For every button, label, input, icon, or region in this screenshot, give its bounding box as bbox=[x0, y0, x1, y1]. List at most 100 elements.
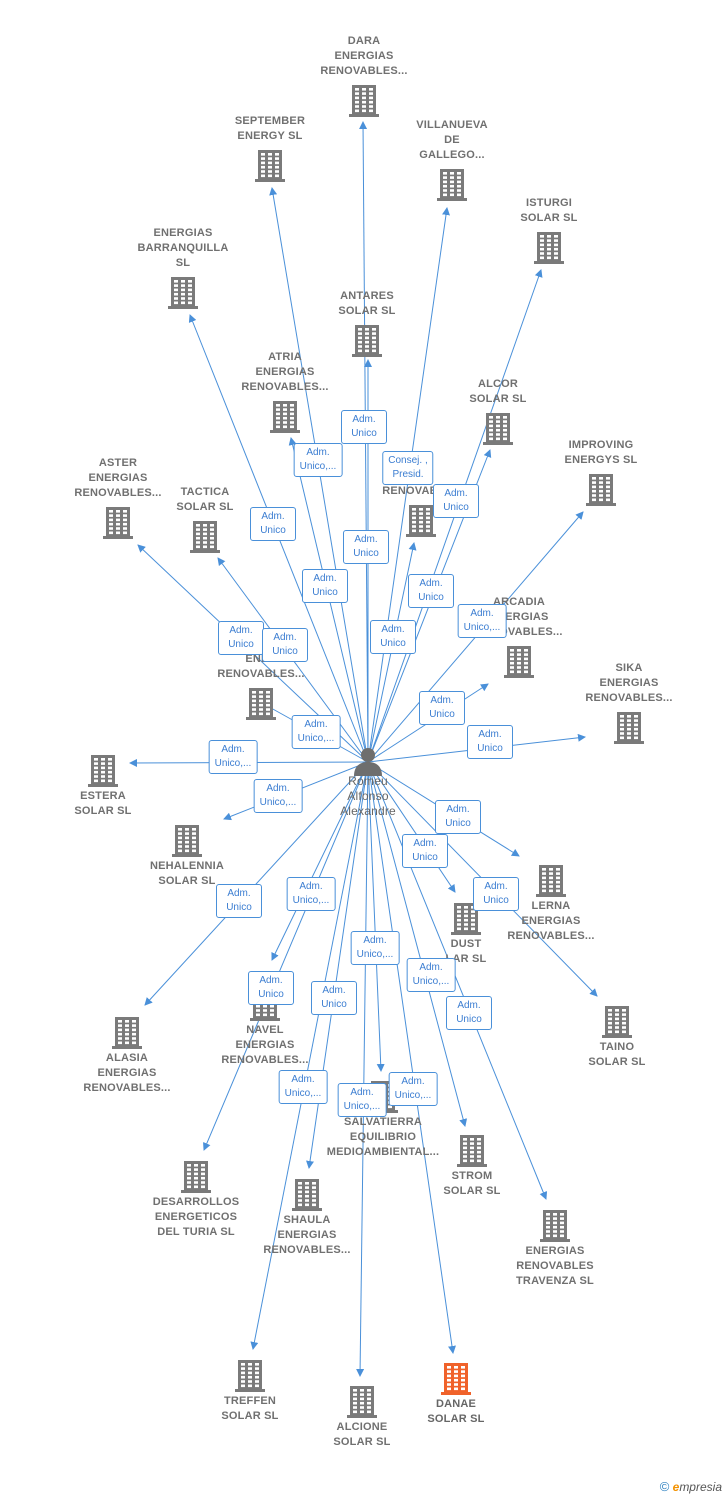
building-icon bbox=[292, 1179, 322, 1211]
company-node-dara[interactable]: DARA ENERGIAS RENOVABLES... bbox=[304, 34, 424, 117]
company-node-tactica[interactable]: TACTICA SOLAR SL bbox=[145, 485, 265, 553]
company-node-lerna[interactable]: LERNA ENERGIAS RENOVABLES... bbox=[491, 863, 611, 944]
relation-label-estera[interactable]: Adm. Unico,... bbox=[208, 740, 258, 774]
company-node-improving[interactable]: IMPROVING ENERGYS SL bbox=[541, 438, 661, 506]
company-node-antares[interactable]: ANTARES SOLAR SL bbox=[307, 289, 427, 357]
building-icon bbox=[88, 755, 118, 787]
relation-label-navel[interactable]: Adm. Unico,... bbox=[286, 877, 336, 911]
building-icon bbox=[406, 505, 436, 537]
relation-label-dara[interactable]: Adm. Unico bbox=[341, 410, 387, 444]
company-node-alasia[interactable]: ALASIA ENERGIAS RENOVABLES... bbox=[67, 1015, 187, 1096]
relation-label-taino[interactable]: Adm. Unico bbox=[473, 877, 519, 911]
relation-label-alasia[interactable]: Adm. Unico bbox=[216, 884, 262, 918]
relation-label-lerna[interactable]: Adm. Unico bbox=[435, 800, 481, 834]
company-node-nehalennia[interactable]: NEHALENNIA SOLAR SL bbox=[127, 823, 247, 889]
company-node-estera[interactable]: ESTERA SOLAR SL bbox=[43, 753, 163, 819]
edge-navel bbox=[271, 761, 369, 961]
building-icon bbox=[270, 401, 300, 433]
company-node-danae[interactable]: DANAE SOLAR SL bbox=[396, 1361, 516, 1427]
relation-label-tactica[interactable]: Adm. Unico bbox=[262, 628, 308, 662]
edge-salvatierra bbox=[367, 761, 385, 1072]
company-name: DESARROLLOS ENERGETICOS DEL TURIA SL bbox=[152, 1196, 240, 1238]
company-name: SHAULA ENERGIAS RENOVABLES... bbox=[263, 1214, 351, 1256]
relation-label-dust[interactable]: Adm. Unico bbox=[402, 834, 448, 868]
company-node-alcor[interactable]: ALCOR SOLAR SL bbox=[438, 377, 558, 445]
relation-label-improving[interactable]: Adm. Unico,... bbox=[457, 604, 507, 638]
company-node-isturgi[interactable]: ISTURGI SOLAR SL bbox=[489, 196, 609, 264]
building-icon bbox=[483, 413, 513, 445]
company-node-barranquilla[interactable]: ENERGIAS BARRANQUILLA SL bbox=[123, 226, 243, 309]
company-name: SALVATIERRA EQUILIBRIO MEDIOAMBIENTAL... bbox=[326, 1116, 440, 1158]
company-node-villanueva[interactable]: VILLANUEVA DE GALLEGO... bbox=[392, 118, 512, 201]
company-node-treffen[interactable]: TREFFEN SOLAR SL bbox=[190, 1358, 310, 1424]
company-node-september[interactable]: SEPTEMBER ENERGY SL bbox=[210, 114, 330, 182]
company-node-dust[interactable]: DUST LAR SL bbox=[406, 901, 526, 967]
edge-villanueva bbox=[367, 207, 450, 763]
company-name: ALCOR SOLAR SL bbox=[469, 378, 527, 405]
building-icon bbox=[451, 903, 481, 935]
relation-label-september[interactable]: Adm. Unico,... bbox=[293, 443, 343, 477]
relation-label-barranquilla[interactable]: Adm. Unico bbox=[250, 507, 296, 541]
building-icon bbox=[534, 232, 564, 264]
relation-label-hidden_as[interactable]: Adm. Unico bbox=[370, 620, 416, 654]
company-node-hidden_ener[interactable]: ENER RENOVABLES... bbox=[201, 652, 321, 720]
company-name: STROM SOLAR SL bbox=[443, 1170, 501, 1197]
relation-label-hidden_ener[interactable]: Adm. Unico,... bbox=[291, 715, 341, 749]
company-name: TREFFEN SOLAR SL bbox=[221, 1395, 279, 1422]
company-node-atria[interactable]: ATRIA ENERGIAS RENOVABLES... bbox=[225, 350, 345, 433]
relation-label-villanueva[interactable]: Consej. , Presid. bbox=[382, 451, 434, 485]
relation-label-treffen[interactable]: Adm. Unico,... bbox=[278, 1070, 328, 1104]
edge-danae bbox=[367, 761, 456, 1354]
edge-alcione bbox=[356, 761, 369, 1377]
relation-label-danae[interactable]: Adm. Unico,... bbox=[388, 1072, 438, 1106]
company-name: DARA ENERGIAS RENOVABLES... bbox=[320, 35, 408, 77]
relation-label-travenza[interactable]: Adm. Unico bbox=[446, 996, 492, 1030]
relation-label-antares[interactable]: Adm. Unico bbox=[343, 530, 389, 564]
company-node-alcione[interactable]: ALCIONE SOLAR SL bbox=[302, 1384, 422, 1450]
company-node-shaula[interactable]: SHAULA ENERGIAS RENOVABLES... bbox=[247, 1177, 367, 1258]
company-node-aster[interactable]: ASTER ENERGIAS RENOVABLES... bbox=[58, 456, 178, 539]
company-name: NEHALENNIA SOLAR SL bbox=[149, 860, 225, 887]
company-name: ALASIA ENERGIAS RENOVABLES... bbox=[83, 1052, 171, 1094]
relation-label-isturgi[interactable]: Adm. Unico bbox=[433, 484, 479, 518]
building-icon bbox=[347, 1386, 377, 1418]
company-node-strom[interactable]: STROM SOLAR SL bbox=[412, 1133, 532, 1199]
company-name: TACTICA SOLAR SL bbox=[176, 486, 234, 513]
person-icon bbox=[354, 748, 382, 776]
relation-label-strom[interactable]: Adm. Unico,... bbox=[406, 958, 456, 992]
relation-label-sika[interactable]: Adm. Unico bbox=[467, 725, 513, 759]
building-icon bbox=[540, 1210, 570, 1242]
person-node[interactable]: Romeu Alfonso Alexandre bbox=[308, 746, 428, 819]
relation-label-desarrollos[interactable]: Adm. Unico bbox=[248, 971, 294, 1005]
person-name: Romeu Alfonso Alexandre bbox=[340, 774, 396, 818]
relation-label-alcor[interactable]: Adm. Unico bbox=[408, 574, 454, 608]
edge-alasia bbox=[144, 761, 369, 1006]
company-node-desarrollos[interactable]: DESARROLLOS ENERGETICOS DEL TURIA SL bbox=[136, 1159, 256, 1240]
edge-strom bbox=[367, 761, 468, 1127]
building-icon bbox=[352, 325, 382, 357]
relation-label-alcione[interactable]: Adm. Unico,... bbox=[337, 1083, 387, 1117]
company-name: ENERGIAS BARRANQUILLA SL bbox=[137, 227, 229, 269]
relation-label-atria[interactable]: Adm. Unico bbox=[302, 569, 348, 603]
edge-treffen bbox=[250, 761, 369, 1350]
building-icon bbox=[103, 507, 133, 539]
company-name: ALCIONE SOLAR SL bbox=[333, 1421, 391, 1448]
company-name: IMPROVING ENERGYS SL bbox=[564, 439, 638, 466]
building-icon bbox=[441, 1363, 471, 1395]
building-icon bbox=[172, 825, 202, 857]
company-node-taino[interactable]: TAINO SOLAR SL bbox=[557, 1004, 677, 1070]
company-name: LERNA ENERGIAS RENOVABLES... bbox=[507, 900, 595, 942]
company-node-sika[interactable]: SIKA ENERGIAS RENOVABLES... bbox=[569, 661, 689, 744]
building-icon bbox=[190, 521, 220, 553]
relation-label-nehalennia[interactable]: Adm. Unico,... bbox=[253, 779, 303, 813]
relation-label-arcadia[interactable]: Adm. Unico bbox=[419, 691, 465, 725]
edge-dust bbox=[367, 761, 456, 893]
company-name: DANAE SOLAR SL bbox=[427, 1398, 485, 1425]
relation-label-shaula[interactable]: Adm. Unico bbox=[311, 981, 357, 1015]
relation-label-salvatierra[interactable]: Adm. Unico,... bbox=[350, 931, 400, 965]
edge-desarrollos bbox=[203, 761, 369, 1151]
company-node-travenza[interactable]: ENERGIAS RENOVABLES TRAVENZA SL bbox=[495, 1208, 615, 1289]
relation-label-aster[interactable]: Adm. Unico bbox=[218, 621, 264, 655]
building-icon bbox=[112, 1017, 142, 1049]
